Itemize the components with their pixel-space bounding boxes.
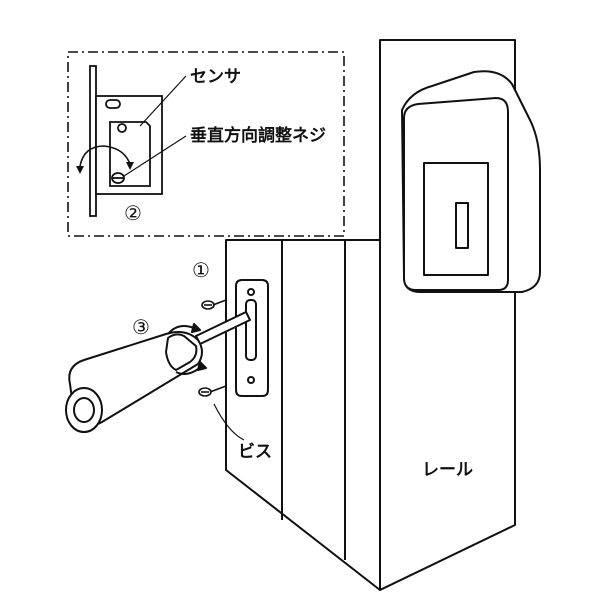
sensor-plate — [235, 279, 269, 397]
rotation-arrow-bottom-head — [197, 361, 207, 371]
screwdriver-end-inner — [73, 397, 95, 423]
step-3-marker: ③ — [132, 315, 150, 339]
inset-rotation-arrow-head-left — [76, 166, 84, 174]
sensor-plate-hole-bottom — [247, 376, 255, 384]
screwdriver — [65, 311, 251, 433]
leader-sensor — [139, 75, 187, 127]
label-screw: ビス — [238, 442, 272, 462]
screws — [198, 299, 227, 397]
inset-rotation-arrow — [79, 145, 131, 167]
rail-box-slot — [455, 202, 469, 249]
step-1-marker: ① — [192, 258, 210, 282]
inset-rotation-arrow-head-right — [126, 162, 134, 170]
step-2-marker: ② — [124, 201, 142, 225]
screw-bottom — [198, 385, 227, 397]
leader-screws — [213, 403, 245, 441]
sensor-plate-slot — [245, 299, 257, 361]
rotation-arrow-top — [167, 325, 195, 335]
rail-assembly — [225, 39, 541, 591]
leader-adjust-screw — [123, 135, 187, 177]
inset-sensor-body — [109, 121, 151, 187]
detail-inset — [67, 51, 345, 237]
sensor-plate-hole-top — [247, 288, 255, 296]
inset-sensor-unit — [89, 65, 163, 217]
label-sensor: センサ — [190, 67, 241, 87]
inset-sensor-knob — [117, 123, 127, 133]
screw-top — [201, 299, 227, 310]
screwdriver-collar — [165, 333, 198, 371]
inset-bracket-slot — [105, 99, 121, 109]
rotation-arrow-top-head — [191, 323, 201, 333]
label-rail: レール — [422, 460, 473, 480]
label-vertical-adjust-screw: 垂直方向調整ネジ — [190, 125, 326, 146]
